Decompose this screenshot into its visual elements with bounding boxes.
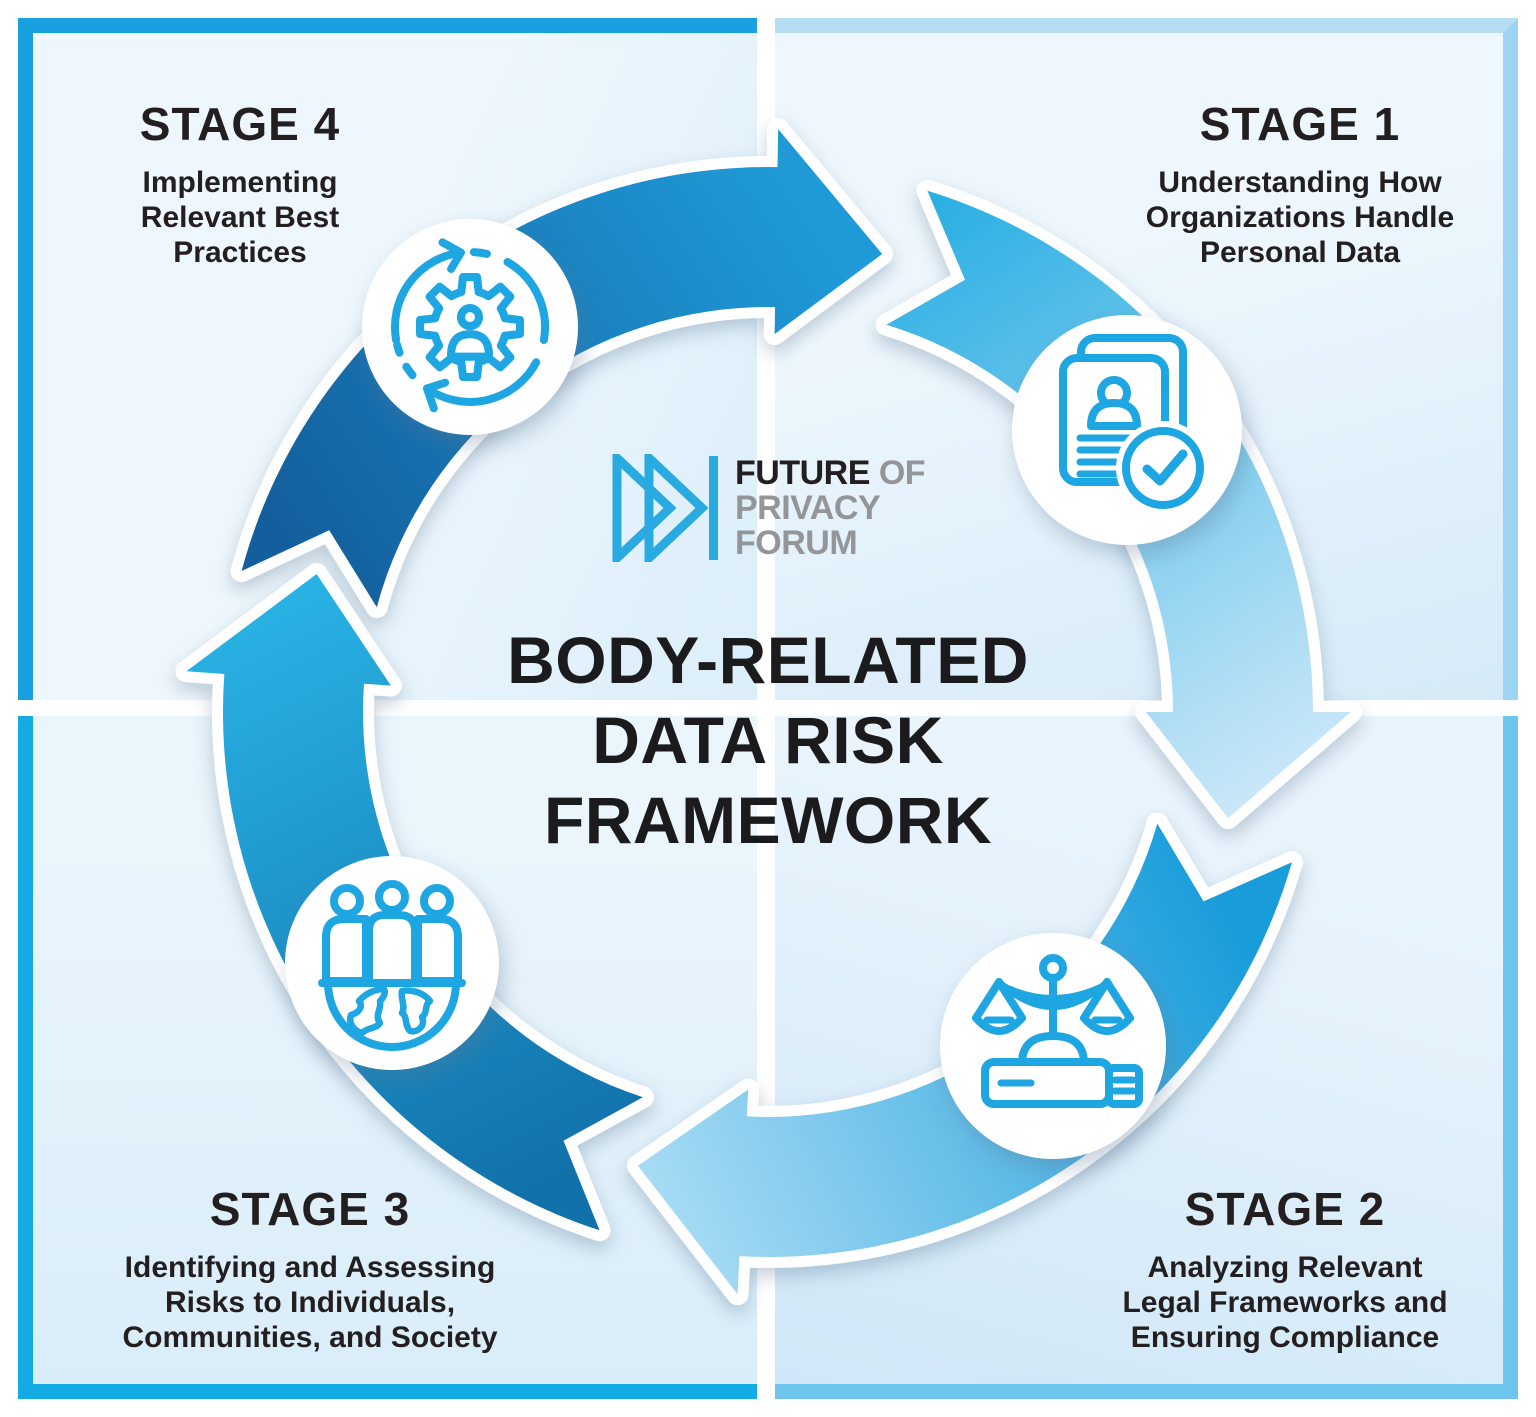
diagram-title: BODY-RELATED DATA RISK FRAMEWORK: [507, 620, 1029, 860]
stage-4-description: Implementing Relevant Best Practices: [140, 166, 340, 269]
stage-1-description: Understanding How Organizations Handle P…: [1145, 166, 1455, 269]
title-line-3: FRAMEWORK: [543, 783, 993, 857]
stage-1-heading: STAGE 1: [1199, 98, 1401, 150]
stage-4-label-block: STAGE 4 Implementing Relevant Best Pract…: [140, 100, 340, 270]
logo-word-future: FUTURE: [735, 453, 870, 492]
stage-3-description: Identifying and Assessing Risks to Indiv…: [122, 1251, 498, 1354]
logo-wordmark: FUTURE OF PRIVACY FORUM: [735, 453, 926, 562]
stage-2-heading: STAGE 2: [1184, 1183, 1386, 1235]
logo-word-forum: FORUM: [735, 523, 858, 562]
logo-word-of: OF: [878, 453, 926, 492]
future-of-privacy-forum-logo: FUTURE OF PRIVACY FORUM: [612, 453, 926, 562]
fast-forward-logo-icon: [612, 454, 718, 562]
document-profile-check-icon: [1012, 315, 1242, 545]
stage-2-label-block: STAGE 2 Analyzing Relevant Legal Framewo…: [1122, 1185, 1447, 1355]
title-line-2: DATA RISK: [592, 703, 944, 777]
title-line-1: BODY-RELATED: [507, 623, 1029, 697]
cycle-arrow-left: [175, 563, 654, 1242]
cycle-arrow-top: [230, 118, 894, 619]
stage-2-description: Analyzing Relevant Legal Frameworks and …: [1122, 1251, 1448, 1354]
stage-3-heading: STAGE 3: [209, 1183, 411, 1235]
logo-word-privacy: PRIVACY: [735, 488, 881, 527]
stage-4-heading: STAGE 4: [139, 98, 341, 150]
people-globe-icon: [285, 856, 499, 1070]
stage-3-label-block: STAGE 3 Identifying and Assessing Risks …: [122, 1185, 497, 1355]
stage-1-label-block: STAGE 1 Understanding How Organizations …: [1146, 100, 1454, 270]
gear-person-cycle-icon: [362, 219, 578, 435]
justice-scales-book-icon: [940, 933, 1166, 1159]
